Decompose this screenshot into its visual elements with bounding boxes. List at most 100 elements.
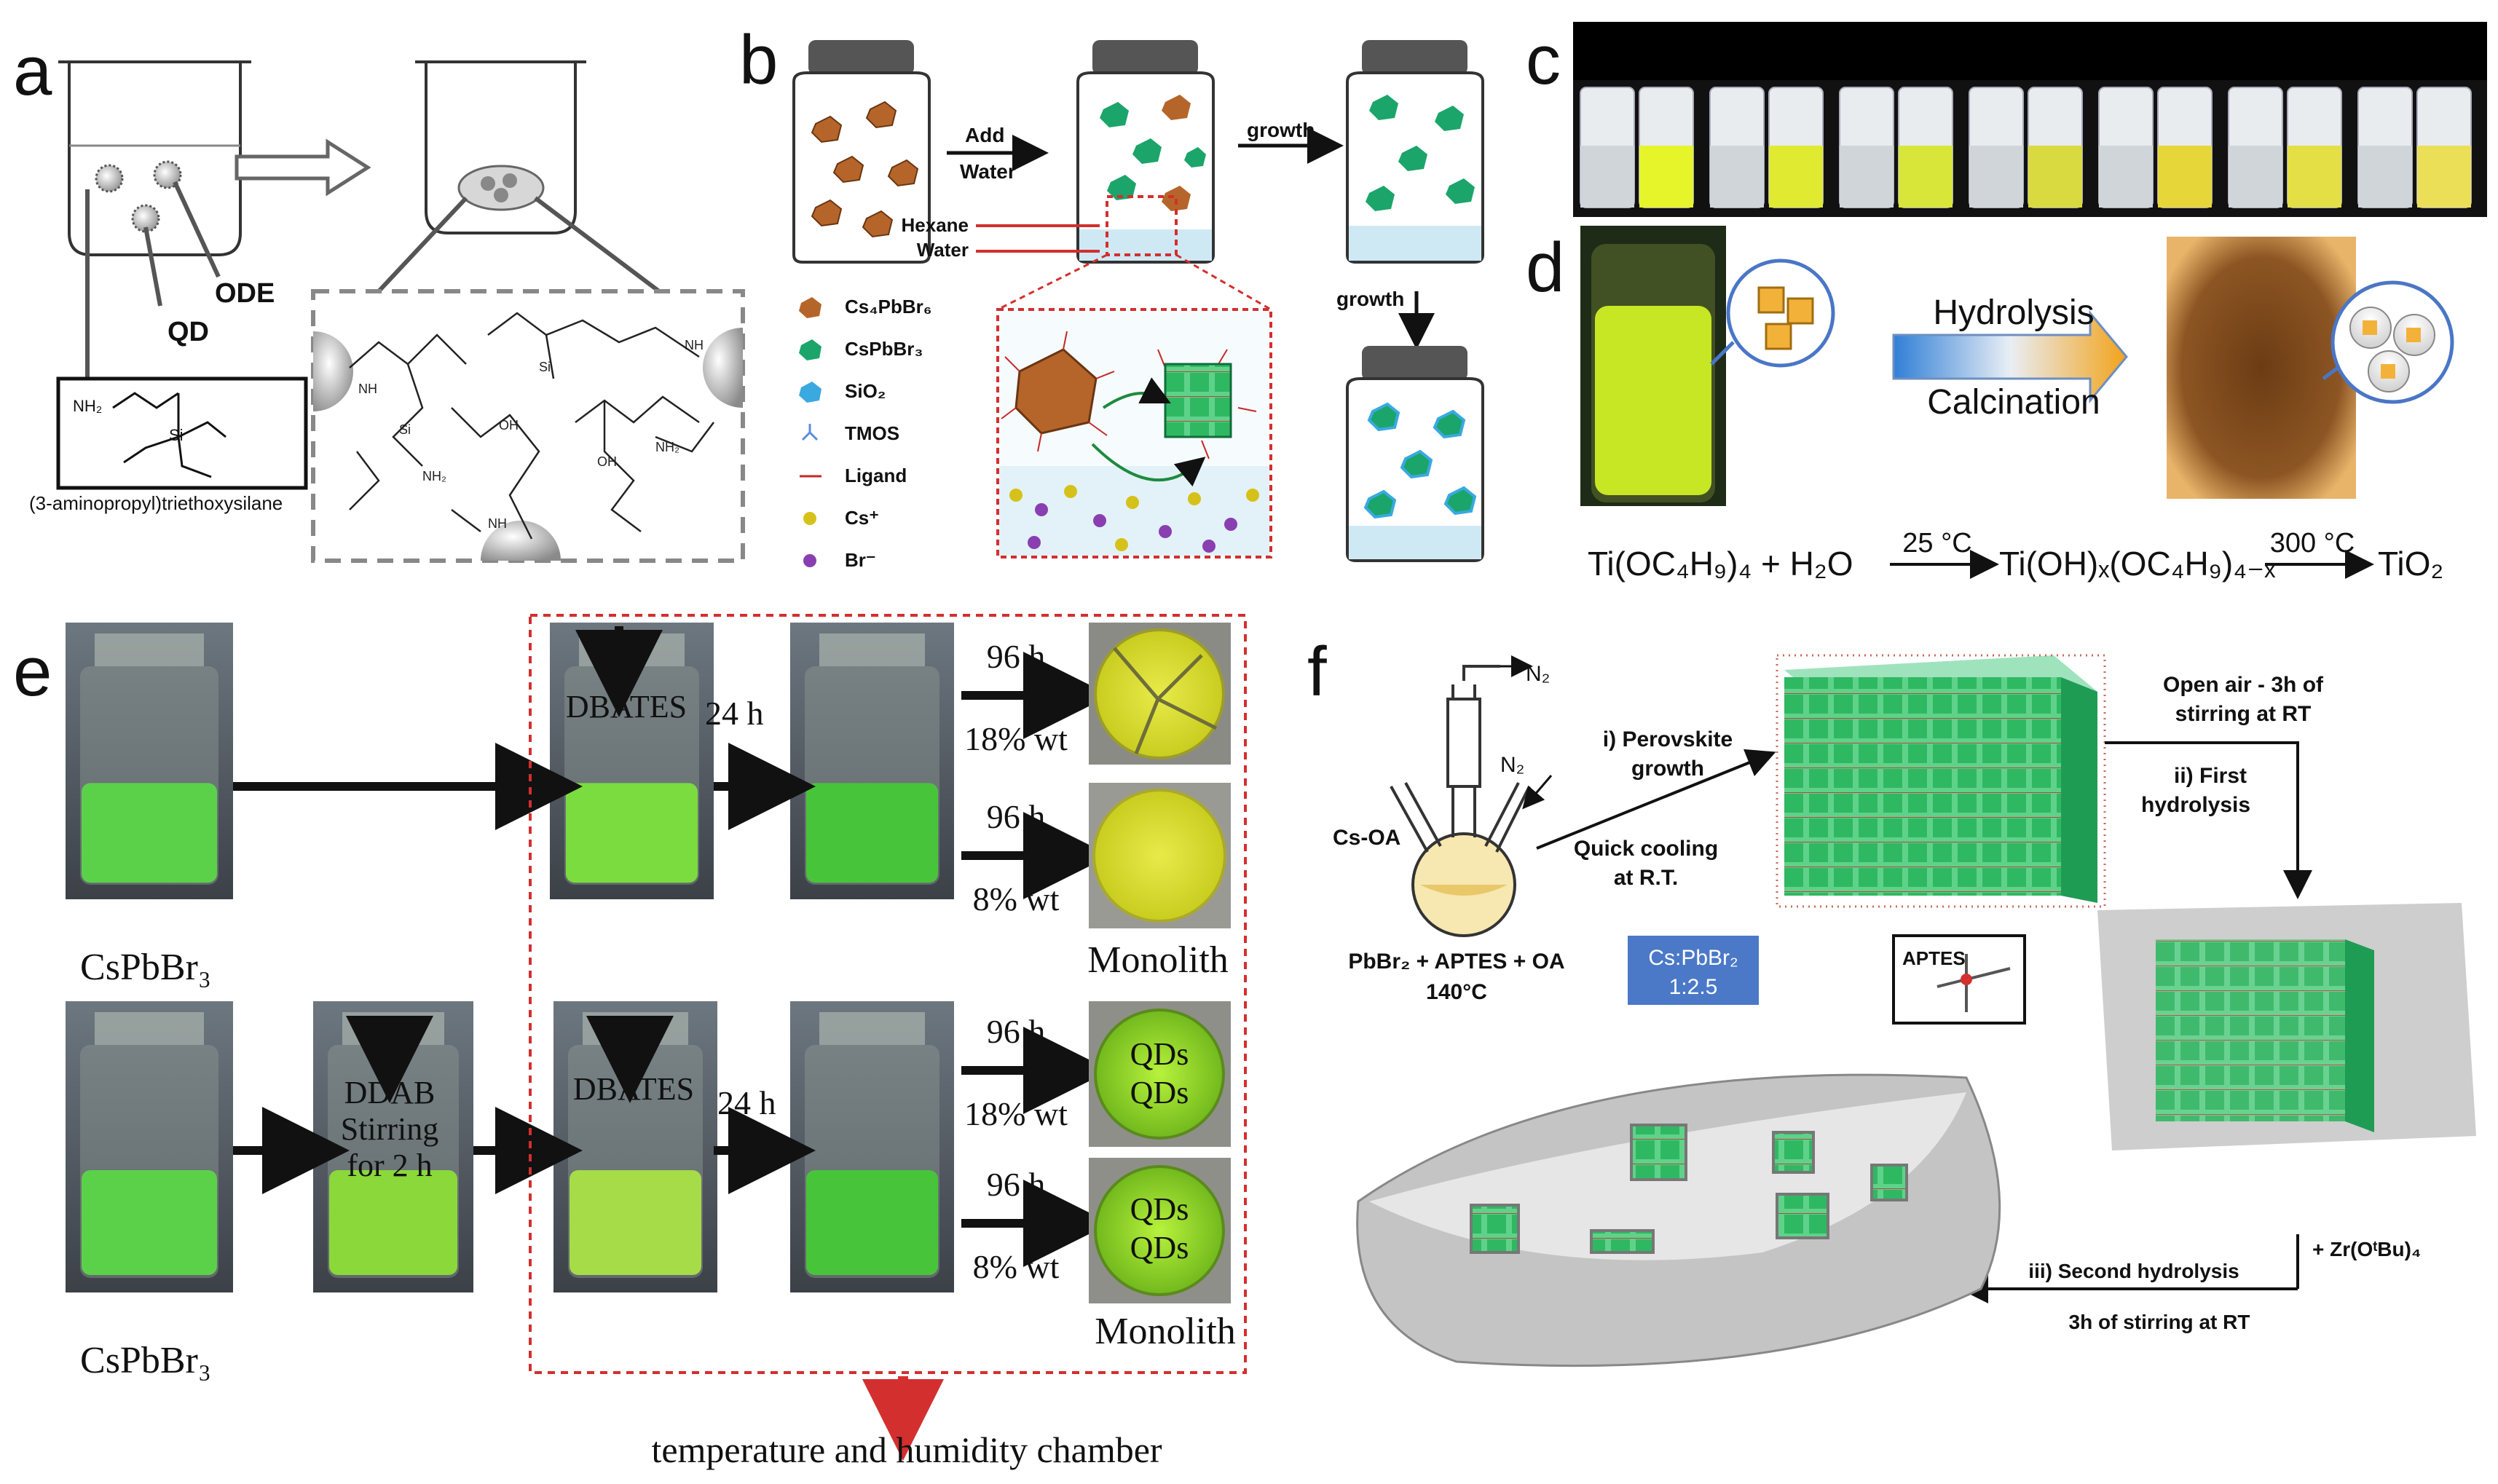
silane-structure-box xyxy=(56,376,308,490)
label-oh-1: OH xyxy=(499,418,519,433)
zoom-box xyxy=(311,289,745,563)
wt-label: 18% wt xyxy=(964,1095,1068,1132)
vial-photo xyxy=(66,1001,233,1292)
qds-text-1: QDs xyxy=(1130,1036,1189,1072)
legend-item: CsPbBr₃ xyxy=(799,338,923,360)
cspbbr3-bottom-label: CsPbBr₃ xyxy=(80,1340,211,1381)
jar-2 xyxy=(1076,40,1215,264)
for-2h-label: for 2 h xyxy=(347,1148,432,1183)
reactant-text: Ti(OC₄H₉)₄ + H₂O xyxy=(1588,545,1853,583)
panel-b-letter: b xyxy=(739,21,778,99)
hollow-arrow-icon xyxy=(235,138,371,197)
first-hyd-label-a: ii) First xyxy=(2174,764,2247,788)
hydrolysis-arrow-icon xyxy=(1892,309,2128,404)
purple-dot-icon xyxy=(803,554,816,567)
monolith-cracked xyxy=(1089,623,1231,765)
stir-3h-label: 3h of stirring at RT xyxy=(2069,1311,2250,1333)
label-nh2-2: NH₂ xyxy=(655,440,679,454)
dbates-top-label: DBATES xyxy=(566,689,687,725)
first-hyd-label-b: hydrolysis xyxy=(2141,793,2250,817)
product-text: TiO₂ xyxy=(2378,545,2443,583)
step1-condition: 25 °C xyxy=(1902,528,1971,559)
cs-oa-label: Cs-OA xyxy=(1333,826,1400,850)
monolith-green-2: QDs QDs xyxy=(1089,1158,1231,1303)
duration-row: 96 h 8% wt xyxy=(961,798,1111,917)
vial-photo xyxy=(553,1001,717,1292)
vial-pair xyxy=(2228,87,2342,208)
duration-label: 96 h xyxy=(987,1166,1046,1203)
legend-item: TMOS xyxy=(801,422,899,444)
wt-label: 8% wt xyxy=(973,1248,1060,1285)
precursor-label: PbBr₂ + APTES + OA xyxy=(1348,950,1564,974)
time-24h-top: 24 h xyxy=(705,695,764,732)
beaker-left xyxy=(58,60,251,256)
aptes-label: APTES xyxy=(1902,947,1966,969)
panel-b: b Add Water Hexan xyxy=(739,21,1484,571)
cspbbr3-top-label: CsPbBr₃ xyxy=(80,947,211,988)
qds-text-3: QDs xyxy=(1130,1191,1189,1227)
panel-d: d Hydrolysis Calcination Ti(OC₄H₉)₄ + H₂… xyxy=(1526,226,2454,583)
wt-label: 8% wt xyxy=(973,880,1060,917)
ddab-label: DDAB xyxy=(344,1075,436,1110)
duration-label: 96 h xyxy=(987,798,1046,835)
open-air-label-b: stirring at RT xyxy=(2175,702,2312,726)
hydrolysis-arrow-f xyxy=(2105,741,2312,899)
panel-f: f N₂ N₂ Cs-OA PbBr₂ + APTES + OA 140°C i… xyxy=(1307,633,2476,1367)
monolith-yellow xyxy=(1089,783,1231,928)
three-neck-flask xyxy=(1390,665,1531,937)
jar-1 xyxy=(792,40,931,264)
encapsulated-lattice xyxy=(2097,903,2476,1151)
legend-label: Cs₄PbBr₆ xyxy=(845,296,932,317)
duration-row: 96 h 18% wt xyxy=(961,1013,1111,1132)
vial-pair xyxy=(1709,87,1824,208)
vial-photo xyxy=(550,623,714,899)
yellow-dot-icon xyxy=(803,512,816,525)
cooling-label-a: Quick cooling xyxy=(1574,837,1718,861)
zr-label: + Zr(OᵗBu)₄ xyxy=(2312,1238,2421,1260)
panel-d-letter: d xyxy=(1526,229,1564,307)
stirring-label: Stirring xyxy=(341,1111,438,1147)
legend-label: CsPbBr₃ xyxy=(845,338,923,360)
dbates-bottom-label: DBATES xyxy=(573,1071,694,1107)
legend-label: Cs⁺ xyxy=(845,507,879,529)
hexane-label: Hexane xyxy=(902,214,969,236)
tmos-icon xyxy=(801,424,819,441)
silane-si: Si xyxy=(169,426,184,444)
intermediate-text: Ti(OH)ₓ(OC₄H₉)₄₋ₓ xyxy=(1999,545,2276,583)
beaker-right xyxy=(415,60,586,234)
jar-3 xyxy=(1346,40,1484,264)
step2-condition: 300 °C xyxy=(2270,528,2355,559)
monolith-bottom-label: Monolith xyxy=(1095,1311,1236,1352)
jar-4 xyxy=(1346,346,1484,562)
label-oh-2: OH xyxy=(597,454,617,469)
zro2-shell xyxy=(1356,1073,2001,1367)
vial-pair xyxy=(1969,87,2083,208)
duration-label: 96 h xyxy=(987,1013,1046,1050)
open-air-label-a: Open air - 3h of xyxy=(2163,673,2324,697)
hydrolysis-label: Hydrolysis xyxy=(1933,293,2094,332)
label-nh-3: NH xyxy=(488,516,507,531)
n2-top-label: N₂ xyxy=(1526,662,1550,686)
panel-a-letter: a xyxy=(13,32,52,110)
silane-name-label: (3-aminopropyl)triethoxysilane xyxy=(29,492,283,514)
panel-e: e CsPbBr₃ CsPbBr₃ 24 h 24 h DBATES DBATE… xyxy=(13,614,1247,1470)
silane-nh2: NH₂ xyxy=(73,397,102,415)
aptes-box xyxy=(1892,934,2026,1025)
label-nh2-1: NH₂ xyxy=(422,469,446,484)
label-si-1: Si xyxy=(399,422,411,437)
qd-half-bottom xyxy=(481,521,561,561)
duration-row: 96 h 8% wt xyxy=(961,1166,1111,1285)
ratio-label-a: Cs:PbBr₂ xyxy=(1648,946,1738,970)
growth-arrow-f xyxy=(1536,749,1776,850)
temperature-label: 140°C xyxy=(1426,980,1487,1004)
vial-pair xyxy=(1580,87,1694,208)
siloxane-network xyxy=(349,312,714,540)
qds-text-4: QDs xyxy=(1130,1230,1189,1266)
panel-c-letter: c xyxy=(1526,21,1561,99)
vial-pair xyxy=(2357,87,2472,208)
vial-pairs xyxy=(1580,87,2472,208)
ion-dots xyxy=(1009,485,1259,553)
legend-item: SiO₂ xyxy=(799,380,886,403)
panel-a: a ODE QD NH₂ Si (3-aminopropyl)triethoxy… xyxy=(13,32,745,563)
